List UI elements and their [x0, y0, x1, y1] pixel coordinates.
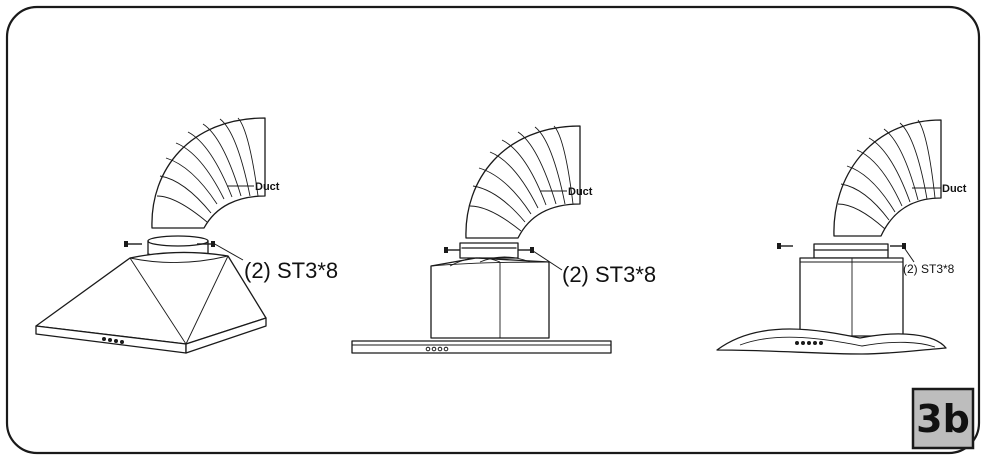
duct-label: Duct	[255, 181, 280, 193]
range-hood-pyramid	[35, 251, 267, 354]
screw-label: (2) ST3*8	[244, 258, 338, 283]
screw-left	[124, 241, 142, 247]
range-hood-box	[351, 256, 612, 354]
range-hood-glass	[716, 257, 947, 355]
screw-left	[777, 243, 793, 249]
duct-label: Duct	[568, 186, 593, 198]
panel-glass-hood: Duct (2) ST3*8	[716, 119, 967, 355]
panel-pyramid-hood: Duct (2) ST3*8	[35, 117, 338, 354]
control-buttons	[102, 337, 124, 344]
control-buttons	[425, 346, 449, 352]
diagram-frame	[5, 5, 981, 455]
screw-right	[197, 241, 215, 247]
control-buttons	[795, 341, 823, 345]
screw-right	[890, 243, 906, 249]
panel-box-hood: Duct (2) ST3*8	[351, 125, 656, 354]
flexible-duct	[459, 125, 581, 259]
screw-left	[444, 247, 460, 253]
figure-badge: 3b	[911, 387, 975, 450]
screw-label: (2) ST3*8	[903, 262, 955, 276]
figure-badge-label: 3b	[916, 397, 970, 441]
flexible-duct	[813, 119, 942, 259]
screw-label: (2) ST3*8	[562, 262, 656, 287]
duct-label: Duct	[942, 183, 967, 195]
flexible-duct	[147, 117, 266, 259]
